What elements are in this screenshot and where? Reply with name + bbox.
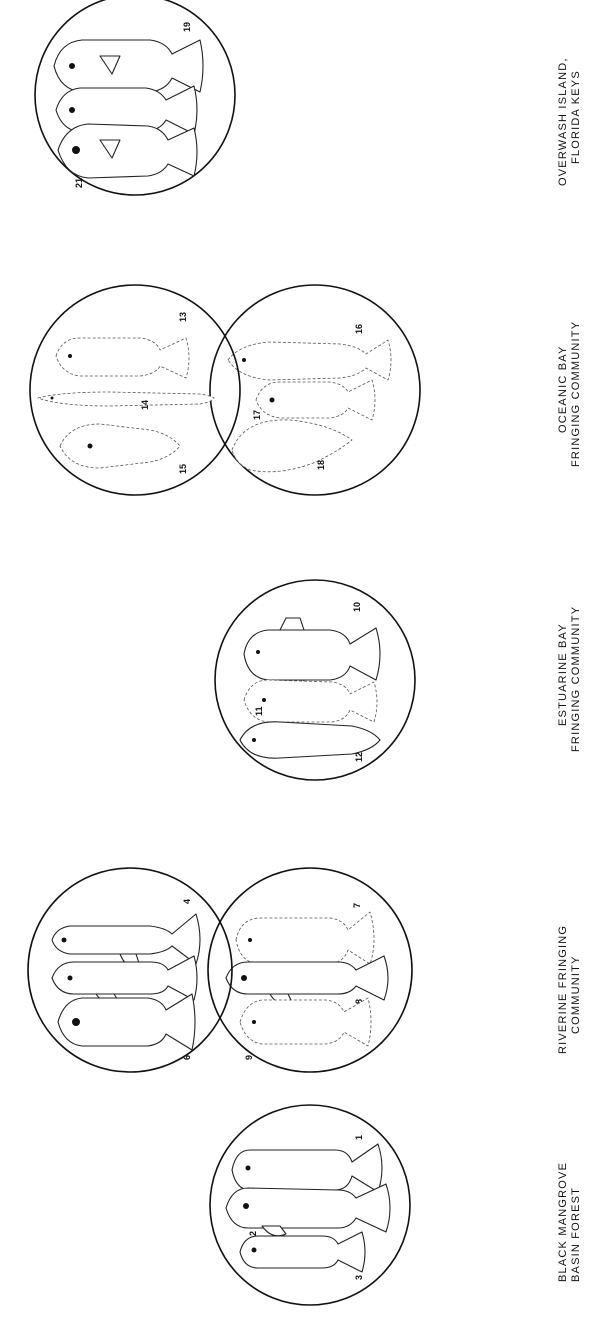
caption-line: OVERWASH ISLAND, bbox=[557, 57, 569, 186]
circle-estuarine-bay: 10 11 12 bbox=[215, 580, 415, 780]
fish-8 bbox=[226, 956, 388, 1004]
group-estuarine-bay: 10 11 12 ESTUARINE BAY FRINGING COMMUNIT… bbox=[215, 580, 582, 780]
fish-13 bbox=[56, 338, 189, 378]
fish-number: 4 bbox=[182, 899, 192, 904]
fish-number: 16 bbox=[354, 324, 364, 334]
fish-number: 18 bbox=[316, 460, 326, 470]
community-caption: OVERWASH ISLAND, FLORIDA KEYS bbox=[557, 53, 582, 186]
fish-number: 1 bbox=[354, 1135, 364, 1140]
circle-overwash-island: 19 20 21 bbox=[35, 0, 235, 195]
fish-number: 9 bbox=[244, 1055, 254, 1060]
fish-14 bbox=[38, 392, 214, 406]
fish-number: 10 bbox=[352, 602, 362, 612]
caption-line: ESTUARINE BAY bbox=[557, 623, 569, 726]
caption-line: RIVERINE FRINGING bbox=[557, 925, 569, 1054]
circle-riverine-upper: 4 5 6 bbox=[28, 868, 232, 1072]
fish-number: 17 bbox=[252, 410, 262, 420]
fish-number: 14 bbox=[140, 400, 150, 410]
fish-15 bbox=[60, 424, 180, 468]
caption-line: FRINGING COMMUNITY bbox=[570, 606, 582, 752]
community-caption: BLACK MANGROVE BASIN FOREST bbox=[557, 1158, 582, 1282]
fish-number: 7 bbox=[352, 903, 362, 908]
fish-number: 13 bbox=[178, 312, 188, 322]
circle-riverine-lower: 7 8 9 bbox=[208, 868, 412, 1072]
community-caption: RIVERINE FRINGING COMMUNITY bbox=[557, 921, 582, 1054]
community-caption: OCEANIC BAY FRINGING COMMUNITY bbox=[557, 321, 582, 467]
group-black-mangrove: 1 2 3 BLACK MANGROVE BASIN FOREST bbox=[210, 1105, 582, 1305]
fish-5 bbox=[52, 956, 197, 1002]
fish-number: 2 bbox=[248, 1231, 258, 1236]
fish-number: 19 bbox=[182, 22, 192, 32]
fish-number: 15 bbox=[178, 464, 188, 474]
circle-oceanic-bay-upper: 13 14 15 bbox=[30, 285, 240, 495]
fish-16 bbox=[228, 340, 391, 380]
caption-line: FLORIDA KEYS bbox=[570, 70, 582, 164]
fish-number: 11 bbox=[254, 706, 264, 716]
circle-black-mangrove: 1 2 3 bbox=[210, 1105, 410, 1305]
fish-number: 21 bbox=[74, 178, 84, 188]
fish-2 bbox=[226, 1184, 390, 1236]
fish-number: 12 bbox=[354, 752, 364, 762]
fish-number: 6 bbox=[182, 1055, 192, 1060]
caption-line: OCEANIC BAY bbox=[557, 346, 569, 433]
fish-9 bbox=[240, 998, 371, 1046]
fish-6 bbox=[58, 994, 195, 1050]
fish-19 bbox=[54, 40, 203, 92]
caption-line: BLACK MANGROVE bbox=[557, 1162, 569, 1282]
community-caption: ESTUARINE BAY FRINGING COMMUNITY bbox=[557, 606, 582, 752]
fish-21 bbox=[58, 124, 197, 178]
fish-number: 3 bbox=[354, 1275, 364, 1280]
fish-7 bbox=[236, 912, 374, 964]
group-oceanic-bay: 16 17 18 13 14 bbox=[30, 285, 582, 495]
fish-17 bbox=[256, 380, 375, 420]
fish-4 bbox=[52, 914, 200, 967]
caption-line: COMMUNITY bbox=[570, 955, 582, 1034]
group-overwash-island: 19 20 21 OVERWASH ISLAND, FLORIDA KEYS bbox=[35, 0, 582, 195]
fish-3 bbox=[240, 1232, 365, 1272]
fish-18 bbox=[232, 420, 352, 472]
circle-oceanic-bay-lower: 16 17 18 bbox=[210, 285, 420, 495]
caption-line: FRINGING COMMUNITY bbox=[570, 321, 582, 467]
caption-line: BASIN FOREST bbox=[570, 1187, 582, 1282]
group-riverine: 7 8 9 4 bbox=[28, 868, 582, 1072]
